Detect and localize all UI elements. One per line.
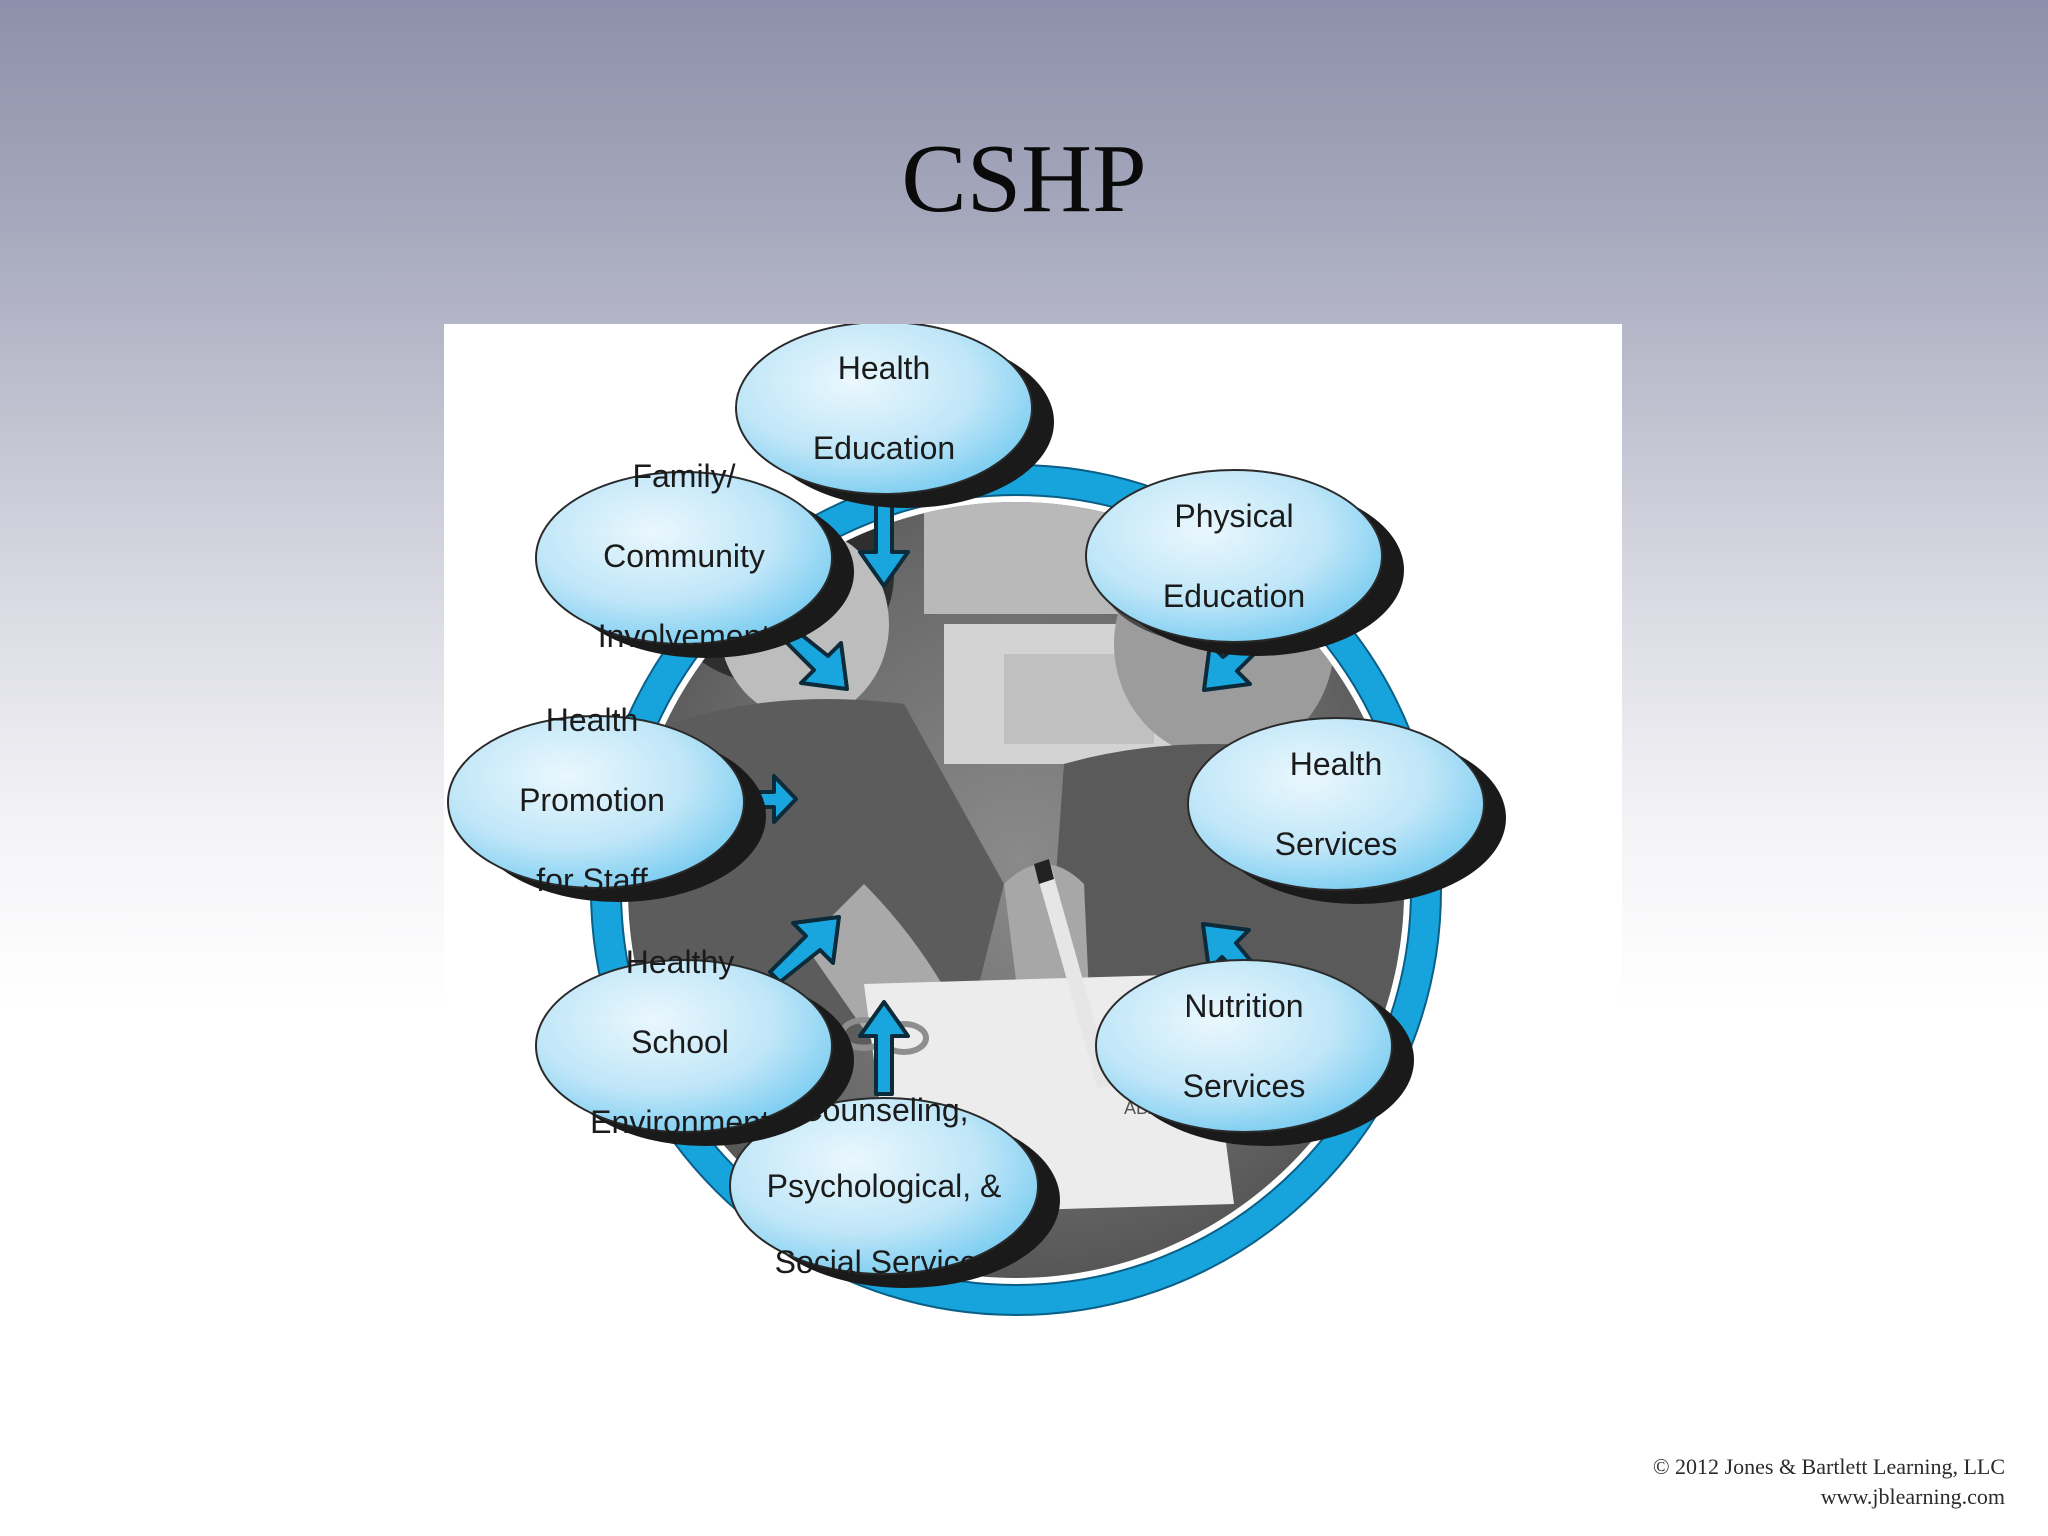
bubble-family-community xyxy=(535,471,833,645)
publisher-url: www.jblearning.com xyxy=(1820,1484,2005,1509)
bubble-health-promotion xyxy=(447,715,745,889)
copyright-notice: © 2012 Jones & Bartlett Learning, LLC ww… xyxy=(1653,1452,2005,1512)
bubble-nutrition-services xyxy=(1095,959,1393,1133)
copyright-line: © 2012 Jones & Bartlett Learning, LLC xyxy=(1652,1454,2005,1479)
cshp-diagram: ABZDEF xyxy=(444,324,1622,1334)
bubble-healthy-school xyxy=(535,959,833,1133)
arrow-counseling xyxy=(858,1000,910,1096)
bubbles xyxy=(447,324,1506,1288)
bubble-physical-education xyxy=(1085,469,1383,643)
diagram-graphic: ABZDEF xyxy=(447,324,1506,1316)
bubble-health-services xyxy=(1187,717,1485,891)
arrow-healthy-school xyxy=(768,915,841,984)
slide-title: CSHP xyxy=(901,125,1147,233)
bubble-health-education xyxy=(735,324,1033,495)
bubble-counseling xyxy=(729,1097,1039,1275)
